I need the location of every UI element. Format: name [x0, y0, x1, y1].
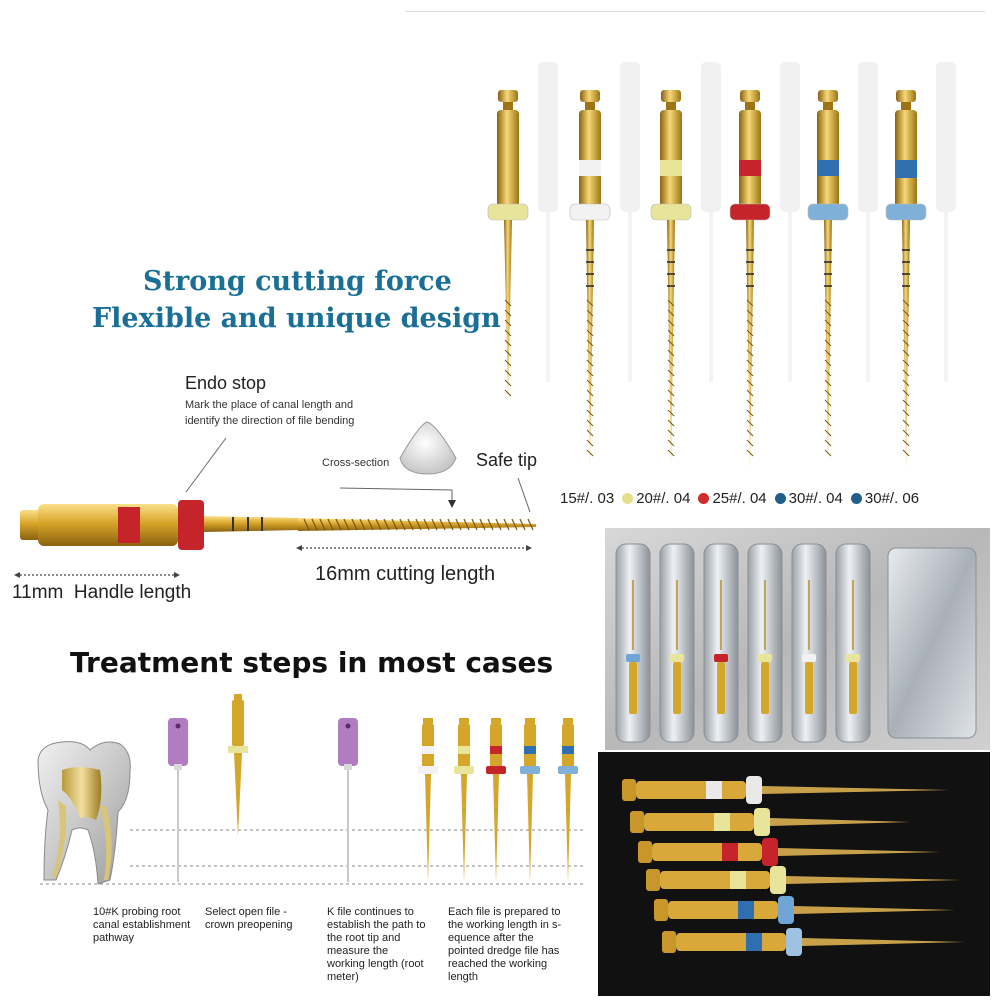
blister-cavity [835, 543, 871, 743]
file-lineup-illustration [487, 62, 956, 470]
product-file [650, 62, 721, 466]
safe-tip-label: Safe tip [476, 450, 538, 470]
step-2-caption: Select open file - crown preopening [205, 906, 293, 931]
product-file [569, 62, 640, 466]
size-color-dot [698, 493, 710, 504]
product-file [807, 62, 878, 462]
size-label: 25#/. 04 [712, 490, 767, 507]
size-color-dot [622, 493, 634, 504]
size-legend-item: 30#/. 06 [850, 490, 920, 507]
file-anatomy-diagram [14, 421, 536, 578]
blister-cavity [615, 543, 651, 743]
dark-photo-file [662, 928, 965, 956]
diagram-twist-lines [303, 518, 534, 531]
sequence-file [486, 718, 506, 882]
handle-length-label: 11mm Handle length [12, 582, 192, 603]
step-4-caption: Each file is prepared to the working len… [448, 906, 562, 983]
blister-cavity [659, 543, 695, 743]
blister-empty-slot [887, 547, 977, 739]
cross-section-shape [399, 421, 457, 475]
size-legend-item: 30#/. 04 [774, 490, 843, 507]
cross-section-label: Cross-section [322, 457, 390, 469]
k-file-step-3 [338, 718, 358, 882]
step-1-caption: 10#K probing root canal establishment pa… [93, 906, 191, 944]
dark-photo-file [646, 866, 960, 894]
headline-line-2: Flexible and unique design [92, 303, 501, 334]
dark-photo-file [630, 808, 910, 836]
cross-section-pointer [339, 487, 453, 502]
size-legend: 15#/. 03 20#/. 04 25#/. 04 30#/. 04 30#/. 06 [560, 490, 923, 507]
size-legend-item: 15#/. 03 [560, 490, 614, 507]
diagram-endo-stop [178, 500, 204, 550]
sequence-file [520, 718, 540, 882]
size-color-dot [850, 493, 862, 504]
sequence-file [418, 718, 438, 882]
endo-stop-desc-1: Mark the place of canal length and [185, 399, 354, 411]
endo-stop-desc-2: identify the direction of file bending [185, 415, 355, 427]
open-file-step-2 [228, 694, 248, 836]
step-3-caption: K file continues to establish the path t… [327, 906, 426, 983]
size-label: 30#/. 06 [864, 490, 920, 507]
step-4-file-sequence [418, 718, 578, 882]
diagram-depth-marks [232, 517, 263, 531]
k-file-step-1 [168, 718, 188, 882]
diagram-shaft [204, 516, 300, 532]
size-color-dot [774, 493, 786, 504]
treatment-section-title: Treatment steps in most cases [70, 646, 554, 679]
headline-line-1: Strong cutting force [143, 266, 452, 297]
safe-tip-pointer [517, 477, 531, 513]
dark-photo-file [654, 896, 955, 924]
cutting-length-label: 16mm cutting length [315, 563, 496, 585]
working-length-lines [40, 829, 585, 885]
sequence-file [454, 718, 474, 882]
blister-cavity [703, 543, 739, 743]
size-label: 20#/. 04 [636, 490, 691, 507]
diagram-file-handle [20, 504, 178, 546]
dark-photo-file [638, 838, 940, 866]
tooth-illustration [37, 741, 131, 885]
product-file [885, 62, 956, 470]
blister-cavity [747, 543, 783, 743]
blister-cavity [791, 543, 827, 743]
endo-stop-title: Endo stop [185, 373, 267, 393]
endo-stop-pointer [185, 437, 227, 493]
sequence-file [558, 718, 578, 882]
size-label: 15#/. 03 [560, 490, 615, 507]
size-label: 30#/. 04 [788, 490, 843, 507]
product-file [729, 62, 800, 468]
size-legend-item: 20#/. 04 [622, 490, 690, 507]
top-divider [405, 11, 985, 12]
product-file [487, 62, 558, 402]
size-legend-item: 25#/. 04 [698, 490, 767, 507]
dark-photo-file [622, 776, 950, 804]
